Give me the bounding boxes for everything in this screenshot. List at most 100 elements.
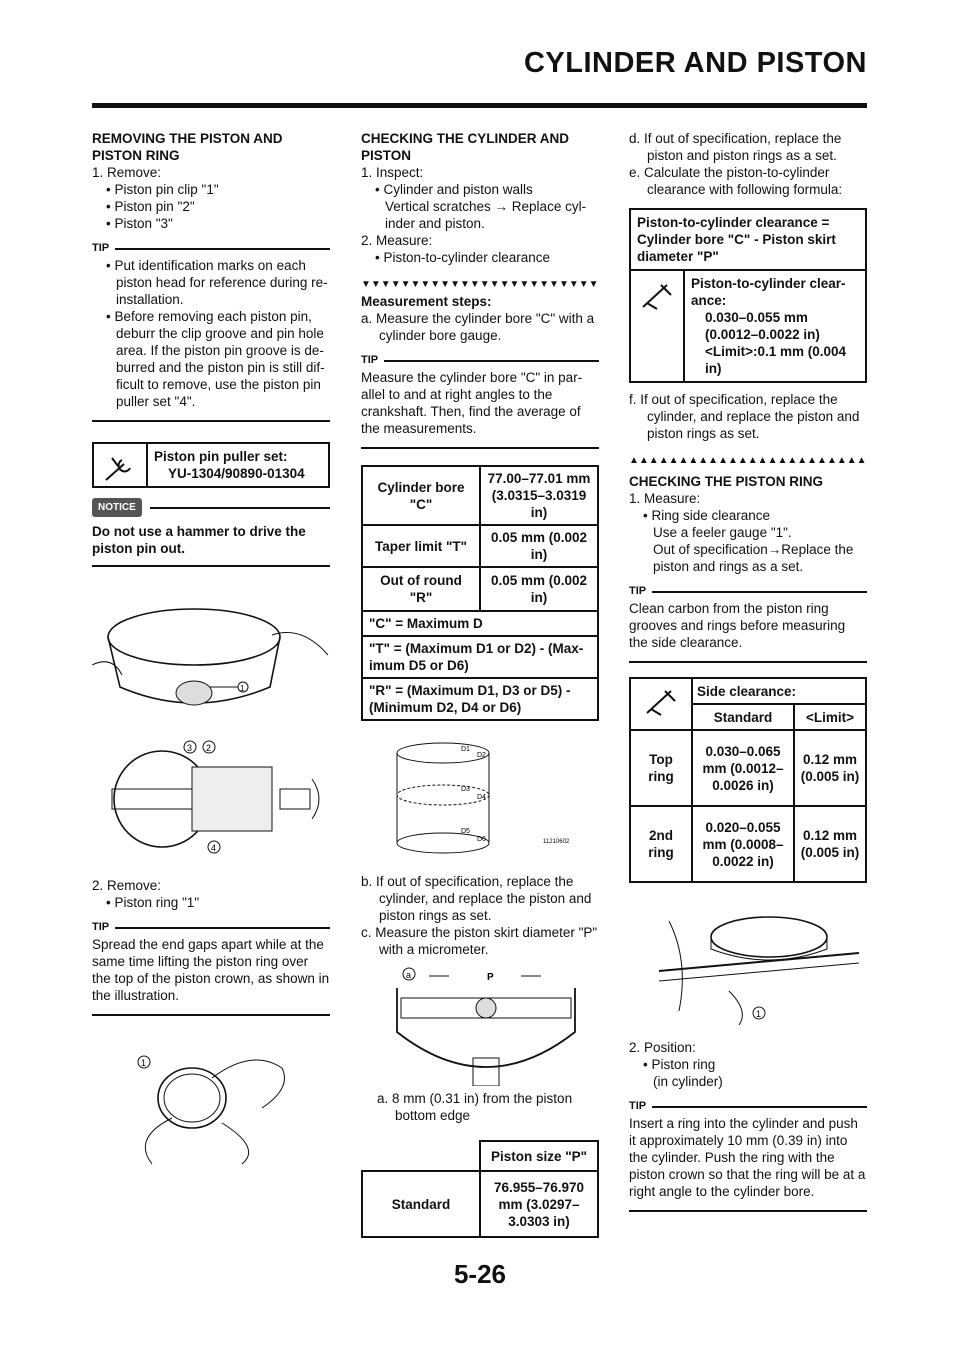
figure-code: 11210602 <box>543 839 570 845</box>
note-a: a. 8 mm (0.31 in) from the piston bottom… <box>377 1091 573 1123</box>
tip-block-2: TIP Insert a ring into the cylinder and … <box>629 1098 867 1212</box>
formula-table: "C" = Maximum D "T" = (Maximum D1 or D2)… <box>361 610 599 721</box>
table-cell: 0.05 mm (0.002 in) <box>479 566 599 612</box>
piston-ring-removal-illustration: 1 <box>137 1055 285 1165</box>
list-item: • Piston pin "2" <box>106 199 195 214</box>
tip-label: TIP <box>361 354 379 366</box>
table-cell: 0.020–0.055 mm (0.0008–0.0022 in) <box>691 805 795 883</box>
fig-label: D4 <box>477 794 486 801</box>
tip-item: • Before removing each piston pin, debur… <box>106 309 325 409</box>
measurement-steps-marker-bottom: ▲▲▲▲▲▲▲▲▲▲▲▲▲▲▲▲▲▲▲▲▲▲▲▲▲▲▲▲▲ <box>629 455 867 466</box>
formula-box: Piston-to-cylinder clearance = Cylinder … <box>629 208 867 271</box>
step-b: b. If out of specification, replace the … <box>361 874 592 923</box>
table-cell: Out of round "R" <box>361 566 481 612</box>
table-cell: Top ring <box>629 729 693 807</box>
tip-text: Measure the cylinder bore "C" in par-all… <box>361 370 583 436</box>
table-cell: Cylinder bore "C" <box>361 465 481 526</box>
table-cell: 0.030–0.065 mm (0.0012–0.0026 in) <box>691 729 795 807</box>
tool-title: Piston pin puller set: <box>154 449 288 464</box>
fig-label: D5 <box>461 828 470 835</box>
caliper-icon <box>629 677 693 731</box>
callout: 3 <box>187 743 192 753</box>
table-cell: 77.00–77.01 mm (3.0315–3.0319 in) <box>479 465 599 526</box>
inspect-note: Vertical scratches → Replace cyl-inder a… <box>385 199 587 231</box>
measurement-steps-title: Measurement steps: <box>361 294 492 309</box>
table-header: <Limit> <box>792 703 868 731</box>
side-clearance-table: Side clearance: Standard<Limit> Top ring… <box>629 677 868 883</box>
step-e: e. Calculate the piston-to-cylinder clea… <box>629 165 843 197</box>
cylinder-bore-illustration: D1 D2 D3 D4 D5 D6 11210602 <box>396 742 570 854</box>
table-header: Piston size "P" <box>479 1140 599 1172</box>
piston-pin-clip-illustration: 1 <box>91 608 329 706</box>
step-remove-2: 2. Remove: <box>92 878 162 893</box>
callout: 2 <box>206 743 211 753</box>
list-item: • Cylinder and piston walls <box>375 182 533 197</box>
callout: 1 <box>141 1058 146 1068</box>
tip-block: TIP Clean carbon from the piston ring gr… <box>629 583 867 663</box>
callout: 4 <box>211 843 216 853</box>
tip-block-2: TIP Spread the end gaps apart while at t… <box>92 919 330 1016</box>
page-title: CYLINDER AND PISTON <box>523 47 867 79</box>
section-heading-checking-cylinder: CHECKING THE CYLINDER AND PISTON <box>361 131 570 163</box>
step-a: a. Measure the cylinder bore "C" with a … <box>361 311 595 343</box>
table-header: Standard <box>691 703 795 731</box>
clearance-value: 0.030–0.055 mm (0.0012–0.0022 in) <box>705 310 820 342</box>
callout: 1 <box>756 1009 761 1019</box>
clearance-title: Piston-to-cylinder clear-ance: <box>691 276 846 308</box>
tip-text: Insert a ring into the cylinder and push… <box>629 1116 866 1199</box>
ring-note-1: Use a feeler gauge "1". <box>653 525 792 540</box>
step-d: d. If out of specification, replace the … <box>629 131 842 163</box>
cylinder-spec-table: Cylinder bore "C"77.00–77.01 mm (3.0315–… <box>361 465 599 612</box>
table-cell: "T" = (Maximum D1 or D2) - (Max-imum D5 … <box>361 635 599 679</box>
micrometer-illustration: a P <box>396 967 576 1087</box>
callout: 1 <box>240 684 245 693</box>
header-rule <box>92 103 867 108</box>
tool-box: Piston pin puller set: YU-1304/90890-013… <box>92 442 330 488</box>
table-cell: 2nd ring <box>629 805 693 883</box>
tip-block: TIP • Put identification marks on each p… <box>92 240 330 422</box>
tip-label: TIP <box>629 1100 647 1112</box>
step-measure: 1. Measure: <box>629 491 701 506</box>
table-header: Side clearance: <box>691 677 867 705</box>
wrench-icon <box>94 444 148 486</box>
fig-label: a <box>406 970 411 980</box>
fig-label: D1 <box>461 746 470 753</box>
fig-label: D6 <box>477 836 486 843</box>
list-item: • Ring side clearance <box>643 508 771 523</box>
list-item: • Piston ring "1" <box>106 895 200 910</box>
tip-text: Clean carbon from the piston ring groove… <box>629 601 846 650</box>
table-cell: 0.12 mm (0.005 in) <box>792 805 868 883</box>
table-cell: "C" = Maximum D <box>361 610 599 637</box>
clearance-box: Piston-to-cylinder clear-ance: 0.030–0.0… <box>629 269 867 383</box>
step-position: 2. Position: <box>629 1040 696 1055</box>
ring-note-2: Out of specification→Replace the piston … <box>653 542 854 574</box>
column-1: REMOVING THE PISTON AND PISTON RING 1. R… <box>91 130 330 1170</box>
step-inspect: 1. Inspect: <box>361 165 424 180</box>
table-cell: 76.955–76.970 mm (3.0297–3.0303 in) <box>479 1170 599 1238</box>
step-remove: 1. Remove: <box>92 165 162 180</box>
column-3: d. If out of specification, replace the … <box>629 130 868 1212</box>
table-cell: 0.05 mm (0.002 in) <box>479 524 599 568</box>
clearance-limit: <Limit>:0.1 mm (0.004 in) <box>705 344 847 376</box>
list-item: • Piston "3" <box>106 216 173 231</box>
tip-label: TIP <box>92 242 110 254</box>
feeler-gauge-illustration: 1 <box>658 916 860 1026</box>
position-note: (in cylinder) <box>653 1074 723 1089</box>
section-heading-removing: REMOVING THE PISTON AND PISTON RING <box>92 131 283 163</box>
tip-text: Spread the end gaps apart while at the s… <box>92 937 330 1003</box>
notice-text: Do not use a hammer to drive the piston … <box>92 524 306 556</box>
table-cell: 0.12 mm (0.005 in) <box>792 729 868 807</box>
section-heading-checking-ring: CHECKING THE PISTON RING <box>629 474 824 489</box>
tip-item: • Put identification marks on each pisto… <box>106 258 328 307</box>
notice-header: NOTICE <box>92 498 330 517</box>
list-item: • Piston-to-cylinder clearance <box>375 250 551 265</box>
fig-label: D2 <box>477 752 486 759</box>
step-c: c. Measure the piston skirt diameter "P"… <box>361 925 598 957</box>
step-f: f. If out of specification, replace the … <box>629 392 860 441</box>
tool-value: YU-1304/90890-01304 <box>168 466 305 481</box>
list-item: • Piston ring <box>643 1057 716 1072</box>
notice-badge: NOTICE <box>92 498 142 517</box>
table-cell: Standard <box>361 1170 481 1238</box>
table-cell: Taper limit "T" <box>361 524 481 568</box>
table-cell: "R" = (Maximum D1, D3 or D5) - (Minimum … <box>361 677 599 721</box>
